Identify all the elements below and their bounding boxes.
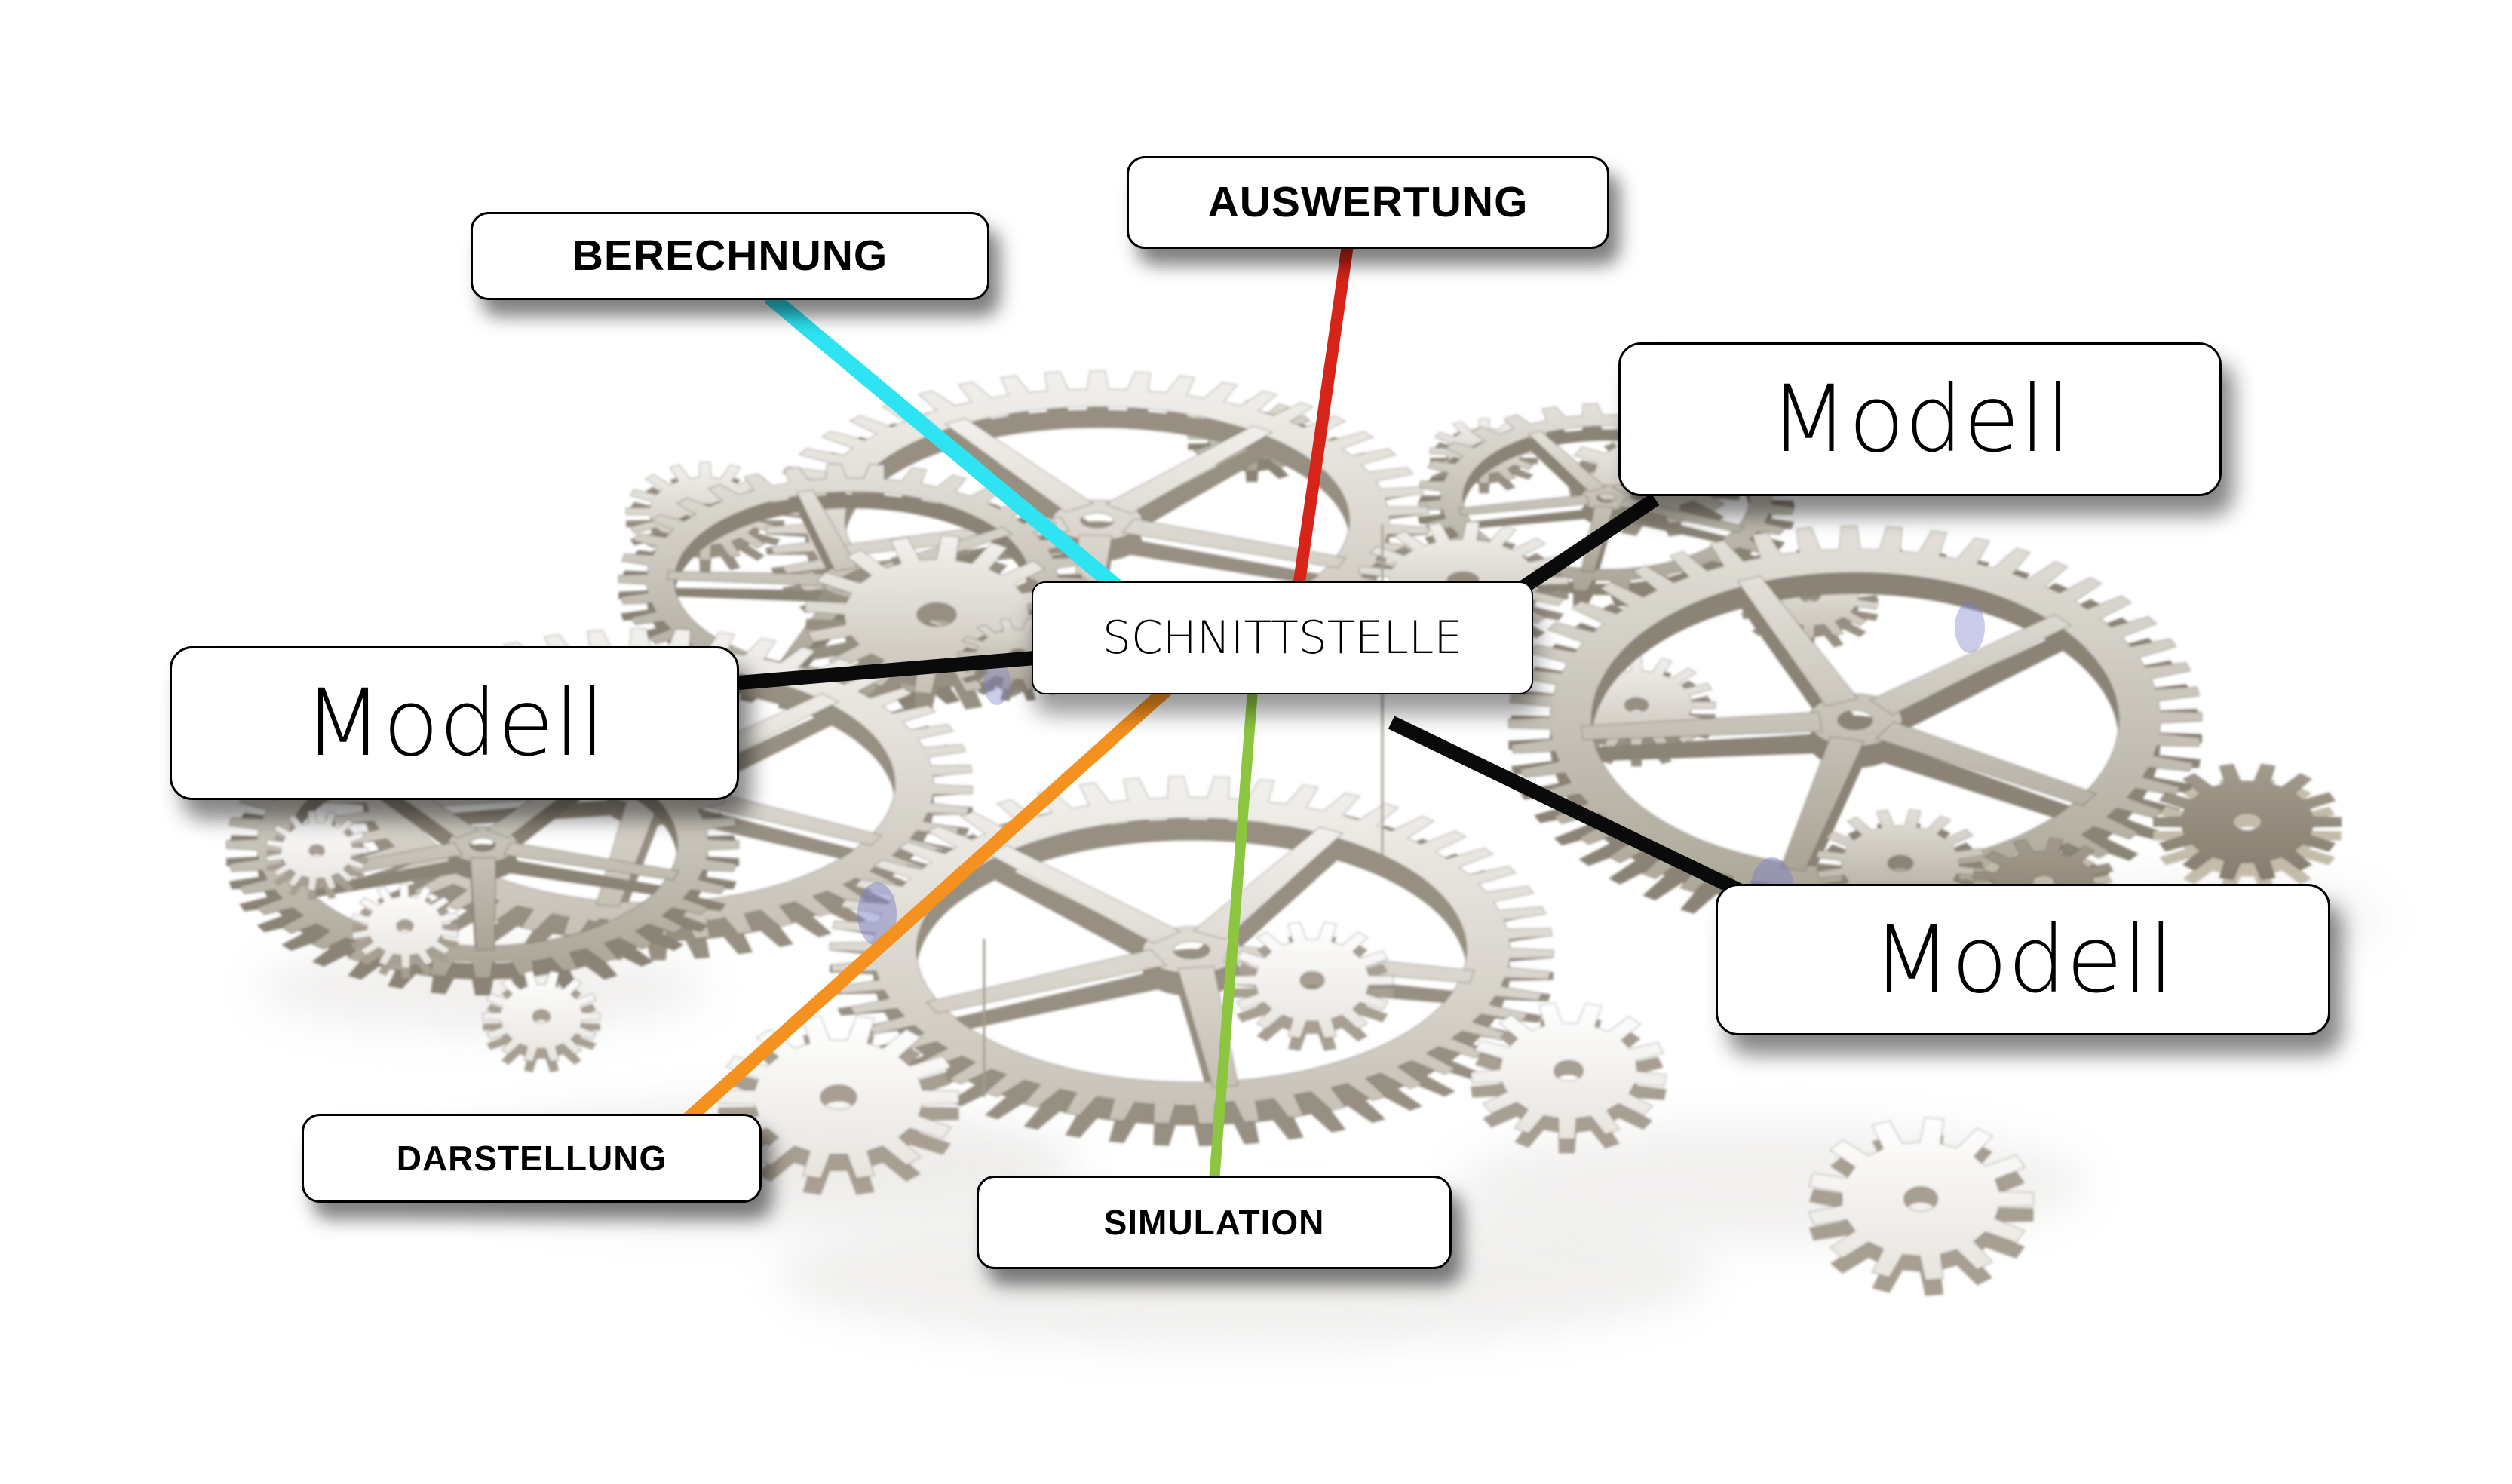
node-auswertung: AUSWERTUNG [1127, 156, 1609, 249]
node-darstellung: DARSTELLUNG [302, 1114, 762, 1203]
connector-darstellung [682, 676, 1182, 1124]
gear-bottom-center [830, 777, 1554, 1146]
star-far-right [2153, 764, 2341, 894]
node-simulation: SIMULATION [977, 1176, 1452, 1269]
connector-auswertung [1293, 238, 1354, 588]
star-br-low [1809, 1118, 2034, 1296]
node-modell-top-right: Modell [1618, 342, 2222, 496]
connector-modell-bottom-right [1388, 716, 1761, 906]
node-schnittstelle-label: SCHNITTSTELLE [1102, 612, 1463, 664]
connector-berechnung [764, 290, 1170, 634]
node-modell-top-right-label: Modell [1768, 366, 2072, 473]
node-berechnung: BERECHNUNG [471, 212, 989, 300]
connector-line-layer [682, 238, 1761, 1201]
star-bottom-mid [1231, 922, 1393, 1051]
connector-modell-top-right [1517, 493, 1660, 594]
node-schnittstelle: SCHNITTSTELLE [1032, 581, 1533, 694]
node-modell-bottom-right-label: Modell [1872, 906, 2174, 1013]
star-left-1 [266, 811, 368, 900]
connector-simulation [1207, 680, 1259, 1201]
star-left-2 [351, 884, 459, 979]
node-modell-bottom-right: Modell [1716, 884, 2330, 1035]
star-bottom-right [1471, 1003, 1667, 1154]
node-modell-left: Modell [170, 646, 739, 800]
star-bottom-bright [719, 1016, 959, 1195]
node-simulation-label: SIMULATION [1103, 1203, 1325, 1242]
node-darstellung-label: DARSTELLUNG [396, 1139, 667, 1178]
node-modell-left-label: Modell [303, 670, 606, 777]
node-berechnung-label: BERECHNUNG [572, 231, 888, 280]
star-left-3 [483, 971, 600, 1072]
node-auswertung-label: AUSWERTUNG [1207, 178, 1529, 226]
